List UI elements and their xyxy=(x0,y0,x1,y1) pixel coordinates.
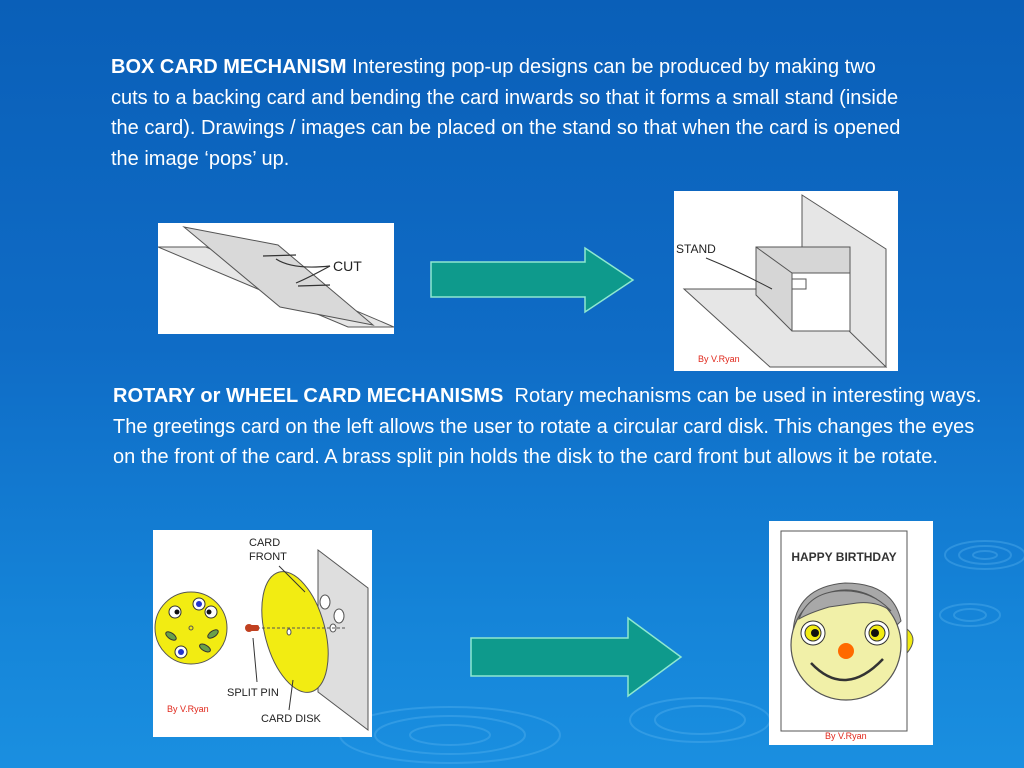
stand-credit: By V.Ryan xyxy=(698,354,740,364)
box-card-paragraph: BOX CARD MECHANISM Interesting pop-up de… xyxy=(111,52,911,174)
card-front-label-1: CARD xyxy=(249,537,280,549)
rotary-card-heading: ROTARY or WHEEL CARD MECHANISMS xyxy=(113,385,504,407)
birthday-card-figure: HAPPY BIRTHDAY By V.Ryan xyxy=(769,521,933,745)
split-pin-label: SPLIT PIN xyxy=(227,687,279,699)
right-arrow-icon xyxy=(470,616,683,698)
cut-label: CUT xyxy=(333,258,362,274)
rotary-card-paragraph: ROTARY or WHEEL CARD MECHANISMS Rotary m… xyxy=(113,381,983,473)
rotary-card-body: Rotary mechanisms can be used in interes… xyxy=(113,385,982,468)
rotary-mechanism-figure: CARD FRONT SPLIT PIN CARD DISK By V.Ryan xyxy=(153,530,372,737)
box-card-heading: BOX CARD MECHANISM xyxy=(111,56,347,78)
birthday-title: HAPPY BIRTHDAY xyxy=(791,550,896,564)
card-front-label-2: FRONT xyxy=(249,551,287,563)
birthday-credit: By V.Ryan xyxy=(825,731,867,741)
rotary-credit: By V.Ryan xyxy=(167,704,209,714)
stand-card-figure: STAND By V.Ryan xyxy=(674,191,898,371)
cut-card-figure: CUT xyxy=(158,223,394,334)
stand-label: STAND xyxy=(676,242,716,256)
right-arrow-icon xyxy=(430,246,635,314)
card-disk-label: CARD DISK xyxy=(261,713,322,725)
box-card-body: Interesting pop-up designs can be produc… xyxy=(111,56,901,170)
